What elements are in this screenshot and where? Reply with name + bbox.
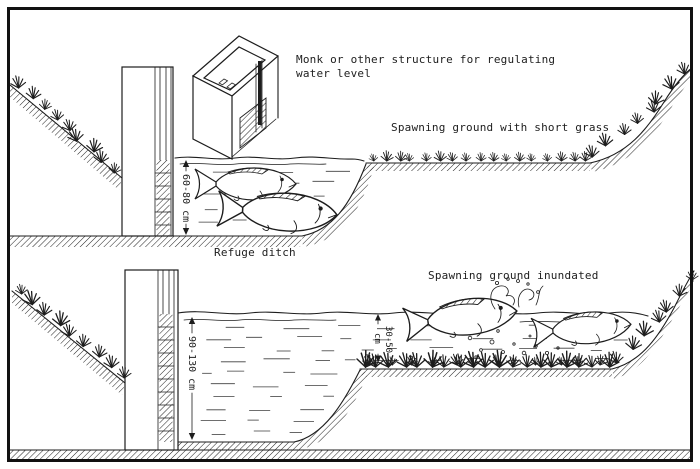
fish-spawning-2 xyxy=(530,307,634,352)
monk-tower-front-view xyxy=(121,66,174,237)
top-left-bank-grass xyxy=(9,74,123,175)
inundation-depth-unit: cm xyxy=(372,333,382,344)
ditch-depth-measurement: 60-80 cm xyxy=(180,160,191,235)
pond-depth-measurement: 90-130 cm xyxy=(186,317,197,440)
inundation-depth-value: 30-50 xyxy=(383,326,393,353)
bottom-left-bank-grass xyxy=(14,283,132,379)
inundation-depth-measurement: 30-50 cm xyxy=(372,314,393,362)
stop-log-boards xyxy=(156,160,170,236)
spawning-ground-label: Spawning ground with short grass xyxy=(391,121,609,134)
water-splash xyxy=(490,277,544,310)
monk-label-line1: Monk or other structure for regulating xyxy=(296,53,555,66)
monk-label-line2: water level xyxy=(296,67,371,80)
spawning-inundated-label: Spawning ground inundated xyxy=(428,269,599,282)
bubbles xyxy=(467,329,560,359)
spawning-ground-grass xyxy=(368,149,593,163)
stop-log-boards-bottom xyxy=(159,314,173,442)
pond-depth-label: 90-130 cm xyxy=(186,336,197,390)
monk-tower-front-view-bottom xyxy=(124,269,179,451)
fish-spawning-1 xyxy=(401,292,521,346)
ditch-depth-label: 60-80 cm xyxy=(180,174,191,222)
refuge-ditch-label: Refuge ditch xyxy=(214,246,296,259)
bottom-panel-cross-section: 90-130 cm 30-50 cm Spawning ground inund… xyxy=(9,269,699,462)
figure-border xyxy=(7,7,693,462)
top-panel-cross-section: 60-80 cm Monk or other structure for reg… xyxy=(9,35,693,259)
top-ground xyxy=(9,67,693,247)
monk-structure-3d-detail xyxy=(191,35,280,160)
